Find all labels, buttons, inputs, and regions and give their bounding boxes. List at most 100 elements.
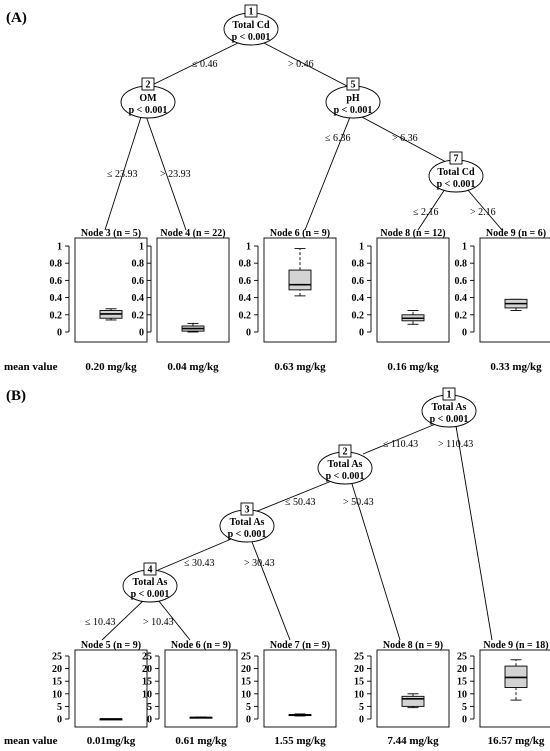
terminal-node: Node 6 (n = 9)10.80.60.40.200.63 mg/kg [239, 228, 337, 373]
node-variable: Total As [230, 517, 265, 528]
edge-label: > 110.43 [438, 439, 473, 450]
y-tick-label: 5 [57, 702, 62, 713]
edge-label: ≤ 0.46 [192, 59, 218, 70]
terminal-mean-value: 0.16 mg/kg [387, 361, 439, 373]
node-id: 5 [351, 80, 356, 91]
edge-label: ≤ 30.43 [184, 558, 215, 569]
node-p-value: p < 0.001 [228, 529, 267, 540]
edge-1-2 [362, 422, 439, 455]
inner-node-4: 4 Total As p < 0.001 [122, 562, 178, 603]
y-tick-label: 0.6 [352, 276, 365, 287]
terminal-mean-value: 0.63 mg/kg [274, 361, 326, 373]
y-tick-label: 0.4 [50, 293, 63, 304]
node-p-value: p < 0.001 [326, 471, 365, 482]
y-tick-label: 0.2 [455, 310, 468, 321]
y-tick-label: 0.8 [352, 259, 365, 270]
node-id: 1 [249, 7, 254, 18]
terminal-title: Node 4 (n = 22) [160, 228, 225, 239]
node-id-box [442, 387, 456, 401]
edge-label: > 2.16 [470, 207, 496, 218]
y-tick-label: 0 [246, 328, 251, 339]
inner-node-2: 2 OM p < 0.001 [120, 77, 176, 119]
edge-1-2 [149, 41, 241, 87]
panel-a-label: (A) [6, 10, 27, 26]
terminal-title: Node 5 (n = 9) [81, 640, 141, 651]
y-tick-label: 10 [457, 689, 467, 700]
y-tick-label: 15 [457, 677, 467, 688]
terminal-title: Node 6 (n = 9) [270, 228, 330, 239]
y-tick-label: 1 [462, 242, 467, 253]
edge-label: ≤ 23.93 [107, 169, 138, 180]
inner-node-7: 7 Total Cd p < 0.001 [428, 151, 484, 193]
edge-5-6 [304, 116, 351, 231]
terminal-title: Node 3 (n = 5) [81, 228, 141, 239]
boxplot-box [288, 269, 312, 291]
y-tick-label: 25 [354, 652, 364, 663]
node-p-value: p < 0.001 [430, 414, 469, 425]
node-id: 2 [343, 447, 348, 458]
edge-2-4 [145, 115, 187, 231]
edge-2-3 [254, 479, 335, 513]
panel-b: (B) 1 Total As p < 0.001 2 Total As p < … [4, 387, 550, 747]
y-tick-label: 0.2 [239, 310, 252, 321]
y-tick-label: 0.2 [50, 310, 63, 321]
edge-labels: ≤ 0.46 > 0.46 ≤ 23.93 > 23.93 ≤ 6.36 > 6… [107, 59, 496, 218]
terminal-mean-value: 0.01mg/kg [87, 735, 136, 747]
y-tick-label: 0.6 [50, 276, 63, 287]
edge-label: ≤ 50.43 [285, 497, 316, 508]
y-tick-label: 15 [354, 677, 364, 688]
node-id: 2 [146, 80, 151, 91]
boxplot-box [401, 695, 425, 707]
edge-label: ≤ 2.16 [413, 207, 439, 218]
edge-label: > 10.43 [143, 617, 174, 628]
y-tick-label: 10 [52, 689, 62, 700]
terminal-node: Node 3 (n = 5)10.80.60.40.200.20 mg/kg [50, 228, 148, 373]
y-tick-label: 15 [241, 677, 251, 688]
y-tick-label: 0.8 [239, 259, 252, 270]
node-p-value: p < 0.001 [131, 589, 170, 600]
y-tick-label: 0.8 [132, 259, 145, 270]
y-tick-label: 0 [57, 328, 62, 339]
y-tick-label: 1 [57, 242, 62, 253]
terminal-mean-value: 1.55 mg/kg [274, 735, 326, 747]
node-id-box [141, 77, 155, 91]
terminal-title: Node 7 (n = 9) [270, 640, 330, 651]
node-id-box [449, 151, 463, 165]
y-tick-label: 10 [241, 689, 251, 700]
y-tick-label: 0.4 [239, 293, 252, 304]
y-tick-label: 20 [52, 664, 62, 675]
node-id-box [240, 502, 254, 516]
y-tick-label: 0.2 [132, 310, 145, 321]
node-variable: Total Cd [437, 167, 475, 178]
panel-a: (A) 1 Total Cd p < 0.001 2 OM p < 0.001 [4, 4, 550, 373]
edge-label: ≤ 6.36 [325, 133, 351, 144]
y-tick-label: 20 [142, 664, 152, 675]
y-tick-label: 0 [462, 715, 467, 726]
y-tick-label: 0 [139, 328, 144, 339]
y-tick-label: 15 [142, 677, 152, 688]
edge-1-5 [261, 41, 348, 87]
node-variable: pH [346, 93, 360, 104]
terminal-mean-value: 0.61 mg/kg [175, 735, 227, 747]
y-tick-label: 1 [359, 242, 364, 253]
boxplot-frame [74, 237, 148, 343]
mean-value-label: mean value [4, 361, 58, 373]
y-tick-label: 0 [359, 328, 364, 339]
terminal-mean-value: 0.33 mg/kg [490, 361, 542, 373]
terminal-title: Node 6 (n = 9) [171, 640, 231, 651]
edge-label: ≤ 110.43 [383, 439, 418, 450]
node-variable: OM [139, 93, 157, 104]
boxplot-frame [479, 237, 550, 343]
y-tick-label: 0.6 [239, 276, 252, 287]
panel-b-label: (B) [6, 388, 26, 404]
boxplot-frame [74, 649, 148, 728]
node-id: 3 [245, 505, 250, 516]
terminal-title: Node 9 (n = 6) [486, 228, 546, 239]
y-tick-label: 10 [142, 689, 152, 700]
edge-4-5 [101, 599, 145, 641]
edge-7-9 [466, 188, 503, 231]
node-p-value: p < 0.001 [232, 32, 271, 43]
